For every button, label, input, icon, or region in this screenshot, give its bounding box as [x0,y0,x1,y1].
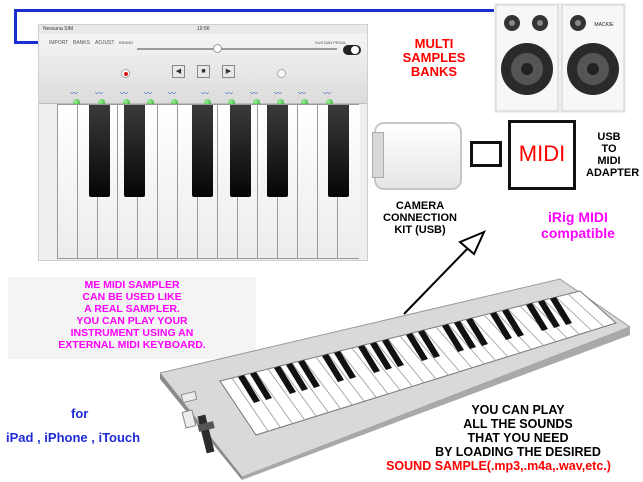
tab-adjust[interactable]: ADJUST [95,40,115,46]
label-line: INSTRUMENT USING AN [70,327,194,339]
label-line: YOU CAN PLAY YOUR [76,315,188,327]
label-line: MULTI [414,36,454,51]
label-line: USB [597,131,621,143]
waveform-icon: 〰 [120,89,128,98]
sound-formats-text: SOUND SAMPLE(.mp3,.m4a,.wav,etc.) [386,459,611,473]
speaker-brand: MACKIE [594,22,614,28]
sample-led[interactable] [277,99,284,106]
connection-arrow [403,230,486,315]
description-box [8,277,256,359]
waveform-icon: 〰 [144,89,152,98]
black-key[interactable] [89,105,110,197]
label-line: compatible [541,225,615,241]
multi-samples-banks-label: MULTI SAMPLES BANKS [386,37,482,79]
tab-banks[interactable]: BANKS [73,40,90,46]
label-line: TO [601,143,617,155]
stop-button[interactable]: ■ [197,65,210,78]
sampler-description: ME MIDI SAMPLER CAN BE USED LIKE A REAL … [8,279,256,351]
sample-led[interactable] [301,99,308,106]
toggle-knob[interactable] [351,46,359,54]
label-line: CONNECTION [383,212,457,224]
app-screenshot: Nessuna SIM 10:56 IMPORT BANKS ADJUST BR… [38,24,368,261]
sample-led[interactable] [171,99,178,106]
sample-led[interactable] [123,99,130,106]
sample-led[interactable] [98,99,105,106]
carrier-label: Nessuna SIM [43,26,74,32]
irig-compatible-label: iRig MIDI compatible [522,209,634,241]
slider-knob[interactable] [213,44,222,53]
dock-connector [372,132,384,178]
label-line: BY LOADING THE DESIRED [435,445,601,459]
waveform-icon: 〰 [201,89,209,98]
label-line: BANKS [410,64,458,79]
label-line: CAN BE USED LIKE [82,291,182,303]
label-line: SAMPLES [402,50,466,65]
midi-adapter-box [508,120,576,190]
sample-led[interactable] [253,99,260,106]
sample-led[interactable] [147,99,154,106]
status-bar: Nessuna SIM 10:56 [39,25,367,34]
label-line: KIT (USB) [394,224,446,236]
label-line: ALL THE SOUNDS [463,417,573,431]
piano-keyboard [57,104,360,259]
black-key[interactable] [267,105,288,197]
waveform-icon: 〰 [168,89,176,98]
slider-label: BRAND [119,40,134,45]
usb-plug [470,141,502,167]
midi-label: MIDI [518,141,566,166]
waveform-icon: 〰 [323,89,331,98]
tab-import[interactable]: IMPORT [49,40,69,46]
white-key[interactable] [58,105,78,258]
label-line: EXTERNAL MIDI KEYBOARD. [58,339,206,351]
previous-button[interactable]: ◀ [172,65,185,78]
white-key[interactable] [298,105,318,258]
label-line: ADAPTER [586,167,640,179]
sample-led[interactable] [73,99,80,106]
label-line: A REAL SAMPLER. [84,303,180,315]
waveform-icon: 〰 [95,89,103,98]
black-key[interactable] [328,105,349,197]
waveform-icon: 〰 [274,89,282,98]
sample-led[interactable] [326,99,333,106]
black-key[interactable] [230,105,251,197]
sample-led[interactable] [228,99,235,106]
label-line: ME MIDI SAMPLER [84,279,180,291]
clock-label: 10:56 [197,26,210,32]
next-button[interactable]: ▶ [222,65,235,78]
label-line: THAT YOU NEED [467,431,569,445]
waveform-icon: 〰 [225,89,233,98]
play-sounds-text: YOU CAN PLAY ALL THE SOUNDS THAT YOU NEE… [398,403,638,459]
camera-connection-kit [374,122,462,190]
camera-kit-label: CAMERA CONNECTION KIT (USB) [372,200,468,236]
cable-line [14,9,552,12]
devices-label: iPad , iPhone , iTouch [6,430,141,445]
waveform-icon: 〰 [250,89,258,98]
speakers-image: MACKIE [494,3,626,113]
switch-label: SUSTAIN PEDAL [315,40,347,45]
volume-slider[interactable] [137,48,337,50]
for-label: for [71,406,89,421]
usb-to-midi-label: USB TO MIDI ADAPTER [586,131,640,179]
toolbar: IMPORT BANKS ADJUST BRAND SUSTAIN PEDAL … [39,34,367,106]
sample-led[interactable] [204,99,211,106]
cable-line [14,9,17,43]
black-key[interactable] [192,105,213,197]
white-key[interactable] [158,105,178,258]
black-key[interactable] [124,105,145,197]
label-line: iRig MIDI [548,209,608,225]
waveform-icon: 〰 [70,89,78,98]
label-line: CAMERA [395,200,445,212]
record-button[interactable] [121,69,130,78]
loop-button[interactable] [277,69,286,78]
waveform-icon: 〰 [298,89,306,98]
label-line: YOU CAN PLAY [471,403,565,417]
cable-line [14,41,40,44]
midi-keyboard-image [160,278,630,480]
label-line: MIDI [597,155,621,167]
